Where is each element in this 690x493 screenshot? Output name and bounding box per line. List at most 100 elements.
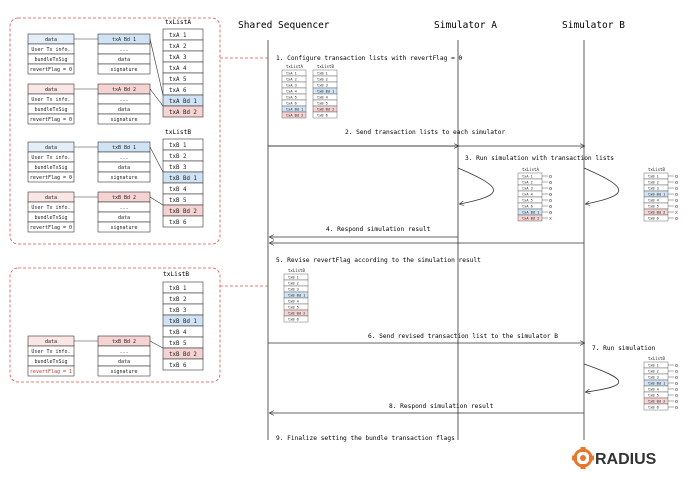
txlistb-revised-item-cell-text: txB 3 <box>169 308 187 314</box>
header-simulator-b: Simulator B <box>562 20 625 31</box>
txa-bd2-card-field <box>97 113 151 125</box>
bundle-a1-card-field <box>27 63 75 75</box>
mini-step1-a-title: txListA <box>286 64 303 69</box>
mini-step1-a-cell-text: txA 5 <box>286 96 297 100</box>
mini-sim-b-cell-text: txB 4 <box>648 199 659 203</box>
mini-sim-b2-cell-text: txB 2 <box>648 370 659 374</box>
txb-bd2-card-field <box>97 221 151 233</box>
header-shared-sequencer: Shared Sequencer <box>238 20 330 31</box>
mini-sim-b2-result-mark: o <box>675 381 678 387</box>
mini-sim-b-result-mark: o <box>675 216 678 222</box>
mini-step1-b-cell <box>312 111 338 119</box>
txlistb-revised-item-cell-text: txB 1 <box>169 286 187 292</box>
radius-logo-icon <box>572 447 594 469</box>
txa-bd2-card-field-text: txA Bd 2 <box>112 87 136 93</box>
txa-bd2-card-field-text: data <box>118 107 130 113</box>
mini-sim-a-result-mark: o <box>549 198 552 204</box>
txb-bd2-revised-card-field-text: ... <box>119 349 128 355</box>
mini-step5-b-cell-text: txB 1 <box>288 276 299 280</box>
arrow-run-sim-b-2 <box>583 363 620 392</box>
bundle-b2-card-field <box>27 221 75 233</box>
mini-step1-b-cell-text: txB 1 <box>317 72 328 76</box>
txb-bd1-card-field <box>97 171 151 183</box>
mini-step1-a-cell-text: txA Bd 2 <box>286 114 303 118</box>
txlistb-title: txListB <box>165 129 191 136</box>
mini-step5-b-cell <box>283 315 309 323</box>
mini-sim-a-cell-text: txA Bd 1 <box>522 211 539 215</box>
bundle-b1-card-field <box>27 171 75 183</box>
mini-sim-a-cell-text: txA Bd 2 <box>522 217 539 221</box>
mini-sim-b-result-mark: o <box>675 204 678 210</box>
mini-step5-b-cell-text: txB 2 <box>288 282 299 286</box>
mini-sim-a-title: txListA <box>522 167 539 172</box>
mini-step1-a-cell-text: txA 1 <box>286 72 297 76</box>
mini-sim-b-result-mark: o <box>675 180 678 186</box>
mini-step1-b-title: txListB <box>317 64 334 69</box>
mini-step5-b-title: txListB <box>288 268 305 273</box>
bundle-b1-card-field-text: revertFlag = 0 <box>30 175 72 181</box>
mini-sim-a-result-mark: o <box>549 180 552 186</box>
mini-sim-b-cell-text: txB Bd 1 <box>648 193 665 197</box>
mini-sim-b-cell-text: txB 6 <box>648 217 659 221</box>
mini-sim-a-cell-text: txA 1 <box>522 175 533 179</box>
mini-step1-b-cell-text: txB 2 <box>317 78 328 82</box>
txlista-item-cell <box>162 105 204 118</box>
mini-sim-b2-result-mark: o <box>675 393 678 399</box>
mini-sim-a-cell-text: txA 4 <box>522 193 533 197</box>
txlista-item-cell-text: txA 4 <box>169 66 187 72</box>
step-5-label: 5. Revise revertFlag according to the si… <box>276 257 481 264</box>
bundle-b1-card-field-text: User Tx info. <box>31 155 70 161</box>
arrow-run-sim-b <box>583 167 619 204</box>
txlistb-revised-item-cell-text: txB 5 <box>169 341 187 347</box>
bundle-a2-card-field-text: data <box>45 87 57 93</box>
mini-step5-b-cell-text: txB Bd 2 <box>288 312 305 316</box>
bundle-link-line <box>149 340 164 349</box>
bundle-b2-card-field-text: data <box>45 195 57 201</box>
txa-bd1-card-field-text: ... <box>119 47 128 53</box>
mini-sim-b-result-mark: o <box>675 192 678 198</box>
txlistb-revised-item-cell-text: txB Bd 1 <box>169 319 197 325</box>
txlista-item-cell-text: txA 2 <box>169 44 186 50</box>
step-2-label: 2. Send transaction lists to each simula… <box>345 129 505 136</box>
mini-sim-b-cell-text: txB 3 <box>648 187 659 191</box>
txa-bd2-card-field-text: signature <box>110 117 137 123</box>
mini-sim-a-cell-text: txA 5 <box>522 199 533 203</box>
mini-sim-b-result-mark: o <box>675 174 678 180</box>
txlista-title: txListA <box>165 19 191 26</box>
mini-sim-b2-result-mark: o <box>675 369 678 375</box>
bundle-link-line <box>149 196 164 206</box>
step-8-label: 8. Respond simulation result <box>389 403 494 410</box>
mini-sim-a-result-mark: o <box>549 186 552 192</box>
mini-sim-b2-cell-text: txB 3 <box>648 376 659 380</box>
txlistb-revised-item-cell-text: txB 2 <box>169 297 186 303</box>
bundle-b1-card-field-text: data <box>45 145 57 151</box>
mini-step1-a-cell-text: txA Bd 1 <box>286 108 303 112</box>
txlista-item-cell-text: txA 6 <box>169 88 187 94</box>
bundle-a1-card-field-text: revertFlag = 0 <box>30 67 72 73</box>
txlistb-item-cell-text: txB 2 <box>169 154 186 160</box>
txlistb-item-cell-text: txB 4 <box>169 187 187 193</box>
txb-bd1-card-field-text: txB Bd 1 <box>112 145 136 151</box>
mini-sim-a-result-mark: o <box>549 174 552 180</box>
txa-bd1-card-field-text: signature <box>110 67 137 73</box>
mini-sim-a-result-mark: o <box>549 204 552 210</box>
txa-bd1-card-field-text: txA Bd 1 <box>112 37 136 43</box>
txlistb-item-cell-text: txB 3 <box>169 165 187 171</box>
arrow-run-sim-a <box>457 167 494 204</box>
txb-bd2-card-field-text: data <box>118 215 130 221</box>
mini-step1-b-cell-text: txB 4 <box>317 96 328 100</box>
txb-bd1-card-field-text: signature <box>110 175 137 181</box>
txlista-item-cell-text: txA 5 <box>169 77 187 83</box>
mini-step5-b-cell-text: txB 6 <box>288 318 299 322</box>
bundle-a2-card-field-text: User Tx info. <box>31 97 70 103</box>
txlista-item-cell-text: txA 1 <box>169 33 187 39</box>
header-simulator-a: Simulator A <box>434 20 497 31</box>
txlistb-revised-item-cell-text: txB 4 <box>169 330 187 336</box>
mini-sim-b-title: txListB <box>648 167 665 172</box>
